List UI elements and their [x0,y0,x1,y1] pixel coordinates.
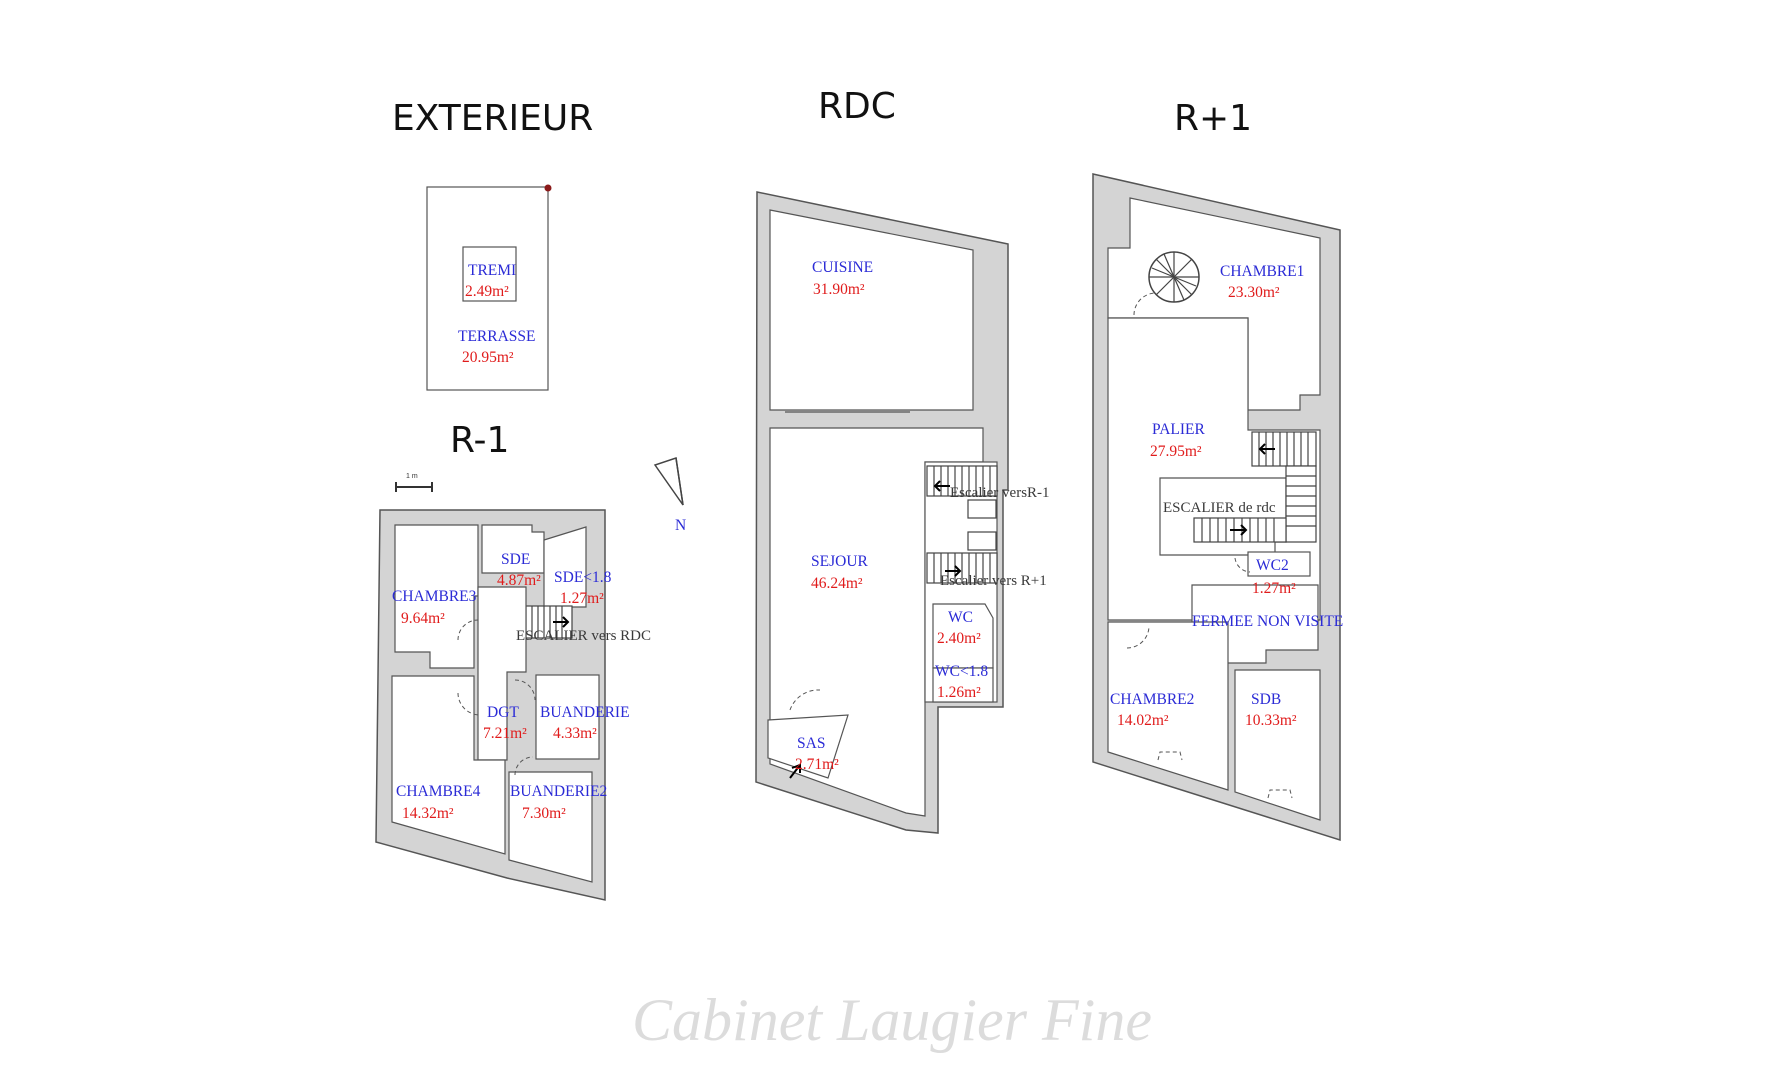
rm1-door-2 [457,692,481,716]
r1-room-sdb [1234,669,1321,821]
room-area-sejour: 46.24m² [811,575,863,592]
rm1-stairs-treads [531,606,563,638]
room-name-wc-small: WC<1.8 [935,663,988,680]
rdc-stairs-down-treads [933,466,991,496]
r1-stairs-side [1285,465,1317,543]
rdc-stairs-up-treads [933,553,991,583]
room-area-wc-small: 1.26m² [937,684,981,701]
room-area-chambre2: 14.02m² [1117,712,1169,729]
rm1-stairs-arrow-icon [553,616,570,628]
room-name-palier: PALIER [1152,421,1205,438]
room-area-wc2: 1.27m² [1252,580,1296,597]
annotation-escalier-vers-rm1: Escalier versR-1 [950,485,1050,501]
rdc-door-swing [789,689,821,711]
r1-escalier-zone [1159,477,1287,556]
room-name-buanderie: BUANDERIE [540,704,630,721]
rm1-room-chambre3 [394,524,479,669]
north-label: N [675,517,686,534]
room-area-chambre4: 14.32m² [402,805,454,822]
rm1-room-chambre4 [391,675,506,855]
r1-room-chambre2 [1107,621,1229,791]
rm1-room-sde-small [543,526,587,608]
annotation-escalier-vers-rdc: ESCALIER vers RDC [516,628,651,644]
rm1-room-buanderie2 [508,771,593,883]
room-name-wc2: WC2 [1256,557,1289,574]
rm1-room-sde [481,524,545,574]
stairs-arrow-icon [933,480,950,492]
room-name-chambre3: CHAMBRE3 [392,588,477,605]
spiral-stair-icon [1148,251,1200,303]
room-area-sas: 2.71m² [795,756,839,773]
room-name-sdb: SDB [1251,691,1281,708]
r1-door-1 [1133,292,1157,316]
plan-rm1: SDE 4.87m² SDE<1.8 1.27m² CHAMBRE3 9.64m… [375,473,651,901]
scale-bar: 1 m [395,473,433,492]
rdc-room-wc [932,603,994,669]
scale-label: 1 m [406,473,418,480]
room-area-tremi: 2.49m² [465,283,509,300]
level-title-rm1: R-1 [450,420,509,461]
room-area-palier: 27.95m² [1150,443,1202,460]
watermark: Cabinet Laugier Fine [632,987,1152,1053]
plan-rdc: CUISINE 31.90m² SEJOUR 46.24m² WC 2.40m²… [755,191,1050,834]
level-title-exterieur: EXTERIEUR [392,98,593,139]
rm1-door-4 [514,756,534,776]
rdc-stair-landing-2 [967,531,997,551]
level-title-rdc: RDC [818,86,896,127]
corner-marker [544,184,552,192]
rdc-stair-landing [967,499,997,519]
rm1-door-3 [514,679,536,701]
r1-stairs-arrow-icon [1258,443,1275,455]
room-area-sde-small: 1.27m² [560,590,604,607]
room-name-chambre2: CHAMBRE2 [1110,691,1194,708]
r1-door-5 [1234,557,1251,573]
room-name-chambre4: CHAMBRE4 [396,783,481,800]
room-name-sas: SAS [797,735,825,752]
rm1-room-buanderie [535,674,600,760]
r1-door-2 [1126,625,1150,649]
plan-r1: CHAMBRE1 23.30m² PALIER 27.95m² ESCALIER… [1092,173,1343,842]
room-area-cuisine: 31.90m² [813,281,865,298]
north-arrow-icon: N [653,457,686,534]
room-name-sde-small: SDE<1.8 [554,569,612,586]
rm1-door-1 [457,619,479,641]
r1-stairs-bottom-treads [1201,518,1275,542]
r1-stairs-arrow-2-icon [1230,524,1248,536]
room-name-cuisine: CUISINE [812,259,873,276]
rdc-room-cuisine [769,209,974,411]
room-name-dgt: DGT [487,704,519,721]
room-name-fermee: FERMEE NON VISITE [1192,613,1343,630]
stairs-arrow-up-icon [945,565,962,577]
room-area-chambre3: 9.64m² [401,610,445,627]
room-name-chambre1: CHAMBRE1 [1220,263,1304,280]
room-area-buanderie2: 7.30m² [522,805,566,822]
rdc-room-wc-small [932,667,994,703]
room-area-sde: 4.87m² [497,572,541,589]
tremi-outline [462,246,517,302]
room-area-chambre1: 23.30m² [1228,284,1280,301]
room-area-dgt: 7.21m² [483,725,527,742]
r1-stairs-side-treads [1286,475,1316,527]
room-name-wc: WC [948,609,973,626]
room-name-terrasse: TERRASSE [458,328,536,345]
rdc-room-sas [767,714,849,779]
annotation-escalier-de-rdc: ESCALIER de rdc [1163,500,1276,516]
room-area-sdb: 10.33m² [1245,712,1297,729]
room-area-buanderie: 4.33m² [553,725,597,742]
room-area-terrasse: 20.95m² [462,349,514,366]
level-title-r1: R+1 [1174,98,1252,139]
plan-exterieur: TREMI 2.49m² TERRASSE 20.95m² [426,184,552,391]
room-name-sejour: SEJOUR [811,553,869,570]
room-area-wc: 2.40m² [937,630,981,647]
room-name-buanderie2: BUANDERIE2 [510,783,607,800]
r1-room-wc2 [1247,551,1311,577]
room-name-tremi: TREMI [468,262,516,279]
room-name-sde: SDE [501,551,530,568]
entrance-arrow-icon [789,763,801,779]
annotation-escalier-vers-r1: Escalier vers R+1 [940,573,1047,589]
